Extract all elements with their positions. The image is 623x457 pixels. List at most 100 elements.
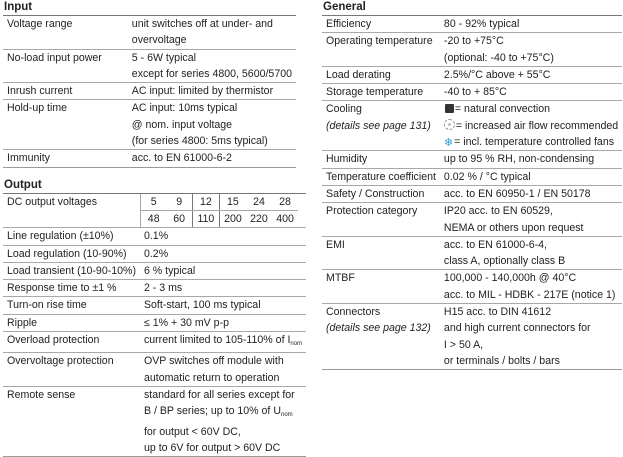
spec-label-cell: MTBF [322,269,440,305]
voltage-value: 5 [139,193,167,211]
spec-value-line: 6 % typical [144,263,302,279]
spec-value-line: ❄= incl. temperature controlled fans [444,134,618,150]
spec-value-line: ≤ 1% + 30 mV p-p [144,315,302,331]
spec-label-cell: Storage temperature [322,83,440,102]
spec-value-line: = natural convection [444,101,618,117]
section-heading-output: Output [4,178,42,191]
subscript: nom [290,341,303,348]
spec-label: Protection category [326,205,418,218]
voltage-value: 220 [245,209,272,228]
spec-label-cell: Operating temperature [322,32,440,67]
spec-value-line: and high current connectors for [444,320,618,336]
spec-label: Ripple [7,316,38,329]
spec-label-cell: EMI [322,236,440,271]
spec-value: 0.2% [139,245,307,263]
spec-value-line: 0.1% [144,228,302,244]
spec-value-text: -40 to + 85°C [443,86,507,99]
spec-value-text: Soft-start, 100 ms typical [143,299,261,312]
spec-label: Load regulation (10-90%) [7,247,127,260]
spec-note: (details see page 132) [326,322,431,335]
spec-value-text: acc. to EN 60950-1 / EN 50178 [443,187,591,200]
voltage-value: 24 [245,193,272,211]
spec-value-text: -20 to +75°C [443,35,504,48]
spec-value-line: 2.5%/°C above + 55°C [444,67,618,83]
spec-value-text: class A, optionally class B [443,255,566,268]
natural-convection-icon [444,104,454,114]
spec-value-text: standard for all series except for [143,388,295,401]
spec-value-text: NEMA or others upon request [443,221,584,234]
spec-value: ≤ 1% + 30 mV p-p [139,314,307,333]
spec-row: Operating temperature-20 to +75°C(option… [322,32,623,67]
spec-value-text: AC input: 10ms typical [131,102,238,115]
spec-value: acc. to EN 60950-1 / EN 50178 [439,185,623,204]
spec-label: Response time to ±1 % [7,282,117,295]
spec-value-text: = increased air flow recommended [455,119,619,132]
spec-value-text: 2.5%/°C above + 55°C [443,68,551,81]
spec-value-line: up to 95 % RH, non-condensing [444,151,618,167]
spec-value: = natural convection = increased air flow… [439,100,623,152]
spec-value: AC input: 10ms typical@ nom. input volta… [127,99,296,151]
spec-label-cell: Overvoltage protection [3,352,140,387]
spec-label-cell: Cooling(details see page 131) [322,100,440,152]
spec-label: Remote sense [7,388,76,401]
spec-value-text: acc. to EN 61000-6-4, [443,238,547,251]
spec-value-text: 0.1% [143,230,169,243]
spec-note: (details see page 131) [326,119,431,132]
spec-value: 0.02 % / °C typical [439,168,623,186]
spec-row: Storage temperature-40 to + 85°C [322,83,623,102]
spec-value-line: except for series 4800, 5600/5700 [132,66,292,82]
spec-label: Temperature coefficient [326,170,436,183]
spec-value-line: Soft-start, 100 ms typical [144,297,302,313]
spec-value-line: 2 - 3 ms [144,280,302,296]
spec-label: Humidity [326,153,368,166]
spec-value: -40 to + 85°C [439,83,623,102]
fan-icon: ❄ [443,137,454,150]
spec-label: Line regulation (±10%) [7,230,114,243]
spec-value-text: OVP switches off module with [143,355,284,368]
spec-value-line: overvoltage [132,32,292,48]
spec-label-cell: Load regulation (10-90%) [3,245,140,263]
spec-value-line: standard for all series except for [144,387,302,403]
spec-value-text: IP20 acc. to EN 60529, [443,205,553,218]
spec-label: DC output voltages [3,192,140,229]
spec-value-line: 100,000 - 140,000h @ 40°C [444,270,618,286]
spec-label-cell: Ripple [3,314,140,333]
spec-value-line: IP20 acc. to EN 60529, [444,203,618,219]
spec-row: Hold-up time AC input: 10ms typical@ nom.… [3,99,296,151]
spec-value-text: 80 - 92% typical [443,18,520,30]
spec-value-text: B / BP series; up to 10% of U [143,405,281,418]
spec-row: Remote sense standard for all series exce… [3,386,307,457]
spec-value: current limited to 105-110% of Inom [139,331,307,354]
spec-row: Ripple ≤ 1% + 30 mV p-p [3,314,307,333]
spec-value-text: for output < 60V DC, [143,425,241,438]
spec-value-text: 6 % typical [143,264,196,277]
spec-value-text: except for series 4800, 5600/5700 [131,67,292,80]
spec-value-text: 100,000 - 140,000h @ 40°C [443,272,577,285]
spec-value-text: 0.2% [143,247,169,260]
spec-label: Load derating [326,68,391,81]
spec-value-line: -20 to +75°C [444,33,618,49]
spec-label: Hold-up time [7,102,68,115]
spec-row: Cooling(details see page 131)= natural c… [322,100,623,152]
spec-value-line: H15 acc. to DIN 41612 [444,304,618,320]
spec-value: IP20 acc. to EN 60529, NEMA or others upo… [439,202,623,237]
spec-value-line: NEMA or others upon request [444,220,618,236]
spec-value: 0.1% [139,227,307,246]
voltage-value: 48 [139,209,167,228]
spec-value-text: unit switches off at under- and [131,18,273,30]
spec-row: Line regulation (±10%) 0.1% [3,227,307,246]
spec-value-line: = increased air flow recommended [443,118,619,134]
